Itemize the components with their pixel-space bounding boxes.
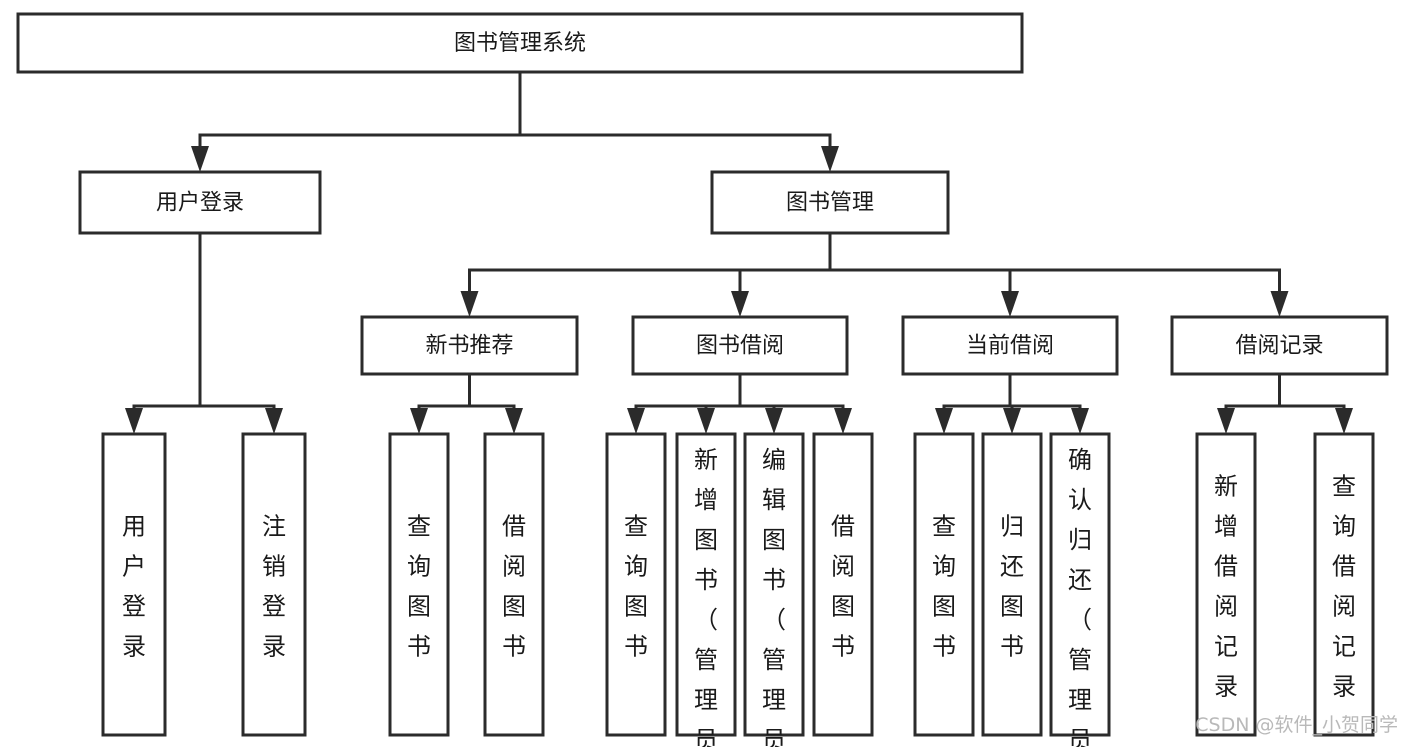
node-box-leaf-add-record xyxy=(1195,432,1257,737)
node-leaf-query-book-1[interactable]: 查询图书 xyxy=(388,432,450,737)
node-label-leaf-return-book: 归还图书 xyxy=(1000,513,1024,661)
arrow-head-book-manage-0 xyxy=(460,291,479,317)
node-label-leaf-borrow-book-2: 借阅图书 xyxy=(831,513,855,661)
node-label-leaf-edit-book: 编辑图书（管理员） xyxy=(762,446,786,747)
arrow-head-book-borrow-1 xyxy=(697,408,715,434)
arrow-head-current-borrow-1 xyxy=(1003,408,1021,434)
arrow-head-current-borrow-2 xyxy=(1071,408,1089,434)
arrow-head-book-borrow-0 xyxy=(627,408,645,434)
node-label-root: 图书管理系统 xyxy=(454,31,586,56)
node-leaf-query-record[interactable]: 查询借阅记录 xyxy=(1313,432,1375,737)
node-label-leaf-query-book-1: 查询图书 xyxy=(407,513,431,661)
node-leaf-borrow-book-1[interactable]: 借阅图书 xyxy=(483,432,545,737)
node-leaf-query-book-3[interactable]: 查询图书 xyxy=(913,432,975,737)
node-box-leaf-query-record xyxy=(1313,432,1375,737)
arrow-head-book-manage-1 xyxy=(731,291,749,317)
node-box-book-borrow xyxy=(631,315,849,376)
node-layer: 用户登录图书管理新书推荐图书借阅当前借阅借阅记录用户登录注销登录查询图书借阅图书… xyxy=(16,12,1389,747)
node-box-borrow-record xyxy=(1170,315,1389,376)
node-book-borrow[interactable]: 图书借阅 xyxy=(631,315,849,376)
node-leaf-edit-book[interactable]: 编辑图书（管理员） xyxy=(743,432,805,747)
arrow-head-root-1 xyxy=(821,146,839,172)
node-box-leaf-user-logout xyxy=(241,432,307,737)
arrow-head-borrow-record-0 xyxy=(1217,408,1235,434)
node-label-leaf-query-book-3: 查询图书 xyxy=(932,513,956,661)
node-current-borrow[interactable]: 当前借阅 xyxy=(901,315,1119,376)
node-box-leaf-return-book xyxy=(981,432,1043,737)
csdn-watermark: CSDN @软件_小贺同学 xyxy=(1195,714,1398,736)
node-leaf-query-book-2[interactable]: 查询图书 xyxy=(605,432,667,737)
node-leaf-borrow-book-2[interactable]: 借阅图书 xyxy=(812,432,874,737)
node-new-book-recommend[interactable]: 新书推荐 xyxy=(360,315,579,376)
node-box-leaf-borrow-book-1 xyxy=(483,432,545,737)
node-box-new-book-recommend xyxy=(360,315,579,376)
node-user-login[interactable]: 用户登录 xyxy=(78,170,322,235)
node-label-leaf-add-record: 新增借阅记录 xyxy=(1214,473,1238,701)
node-box-leaf-edit-book xyxy=(743,432,805,737)
arrow-head-user-login-0 xyxy=(125,408,143,434)
arrow-head-user-login-1 xyxy=(265,408,283,434)
arrow-head-book-borrow-2 xyxy=(765,408,783,434)
node-label-user-login: 用户登录 xyxy=(156,191,244,216)
node-label-current-borrow: 当前借阅 xyxy=(966,334,1054,359)
arrow-head-new-book-recommend-1 xyxy=(505,408,523,434)
node-leaf-user-login[interactable]: 用户登录 xyxy=(101,432,167,737)
node-box-leaf-borrow-book-2 xyxy=(812,432,874,737)
node-box-user-login xyxy=(78,170,322,235)
arrow-head-root-0 xyxy=(191,146,209,172)
node-label-leaf-add-book: 新增图书（管理员） xyxy=(694,446,718,747)
node-label-book-manage: 图书管理 xyxy=(786,191,874,216)
node-box-leaf-user-login xyxy=(101,432,167,737)
node-book-manage[interactable]: 图书管理 xyxy=(710,170,950,235)
node-label-new-book-recommend: 新书推荐 xyxy=(425,334,513,359)
connector-layer xyxy=(125,70,1353,434)
node-label-leaf-query-record: 查询借阅记录 xyxy=(1332,473,1356,701)
node-borrow-record[interactable]: 借阅记录 xyxy=(1170,315,1389,376)
node-label-leaf-user-logout: 注销登录 xyxy=(262,513,286,661)
node-label-leaf-borrow-book-1: 借阅图书 xyxy=(502,513,526,661)
node-label-leaf-confirm-return: 确认归还（管理员） xyxy=(1068,446,1092,747)
node-leaf-user-logout[interactable]: 注销登录 xyxy=(241,432,307,737)
node-box-leaf-add-book xyxy=(675,432,737,737)
arrow-head-book-manage-3 xyxy=(1270,291,1289,317)
node-label-leaf-query-book-2: 查询图书 xyxy=(624,513,648,661)
node-box-current-borrow xyxy=(901,315,1119,376)
node-root[interactable]: 图书管理系统 xyxy=(16,12,1024,74)
node-box-root xyxy=(16,12,1024,74)
arrow-head-new-book-recommend-0 xyxy=(410,408,428,434)
node-leaf-add-record[interactable]: 新增借阅记录 xyxy=(1195,432,1257,737)
node-box-leaf-confirm-return xyxy=(1049,432,1111,737)
arrow-head-borrow-record-1 xyxy=(1335,408,1353,434)
node-label-borrow-record: 借阅记录 xyxy=(1235,334,1323,359)
node-leaf-return-book[interactable]: 归还图书 xyxy=(981,432,1043,737)
node-box-book-manage xyxy=(710,170,950,235)
node-box-leaf-query-book-3 xyxy=(913,432,975,737)
arrow-head-book-manage-2 xyxy=(1001,291,1019,317)
node-leaf-add-book[interactable]: 新增图书（管理员） xyxy=(675,432,737,747)
node-leaf-confirm-return[interactable]: 确认归还（管理员） xyxy=(1049,432,1111,747)
node-label-leaf-user-login: 用户登录 xyxy=(122,513,146,661)
node-label-book-borrow: 图书借阅 xyxy=(696,334,784,359)
arrow-head-book-borrow-3 xyxy=(834,408,852,434)
node-box-leaf-query-book-2 xyxy=(605,432,667,737)
node-box-leaf-query-book-1 xyxy=(388,432,450,737)
arrow-head-current-borrow-0 xyxy=(935,408,953,434)
